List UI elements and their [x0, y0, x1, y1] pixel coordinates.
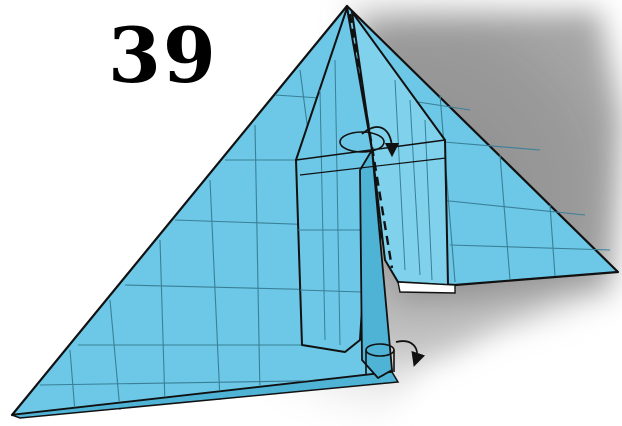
step-number: 39: [108, 18, 218, 94]
